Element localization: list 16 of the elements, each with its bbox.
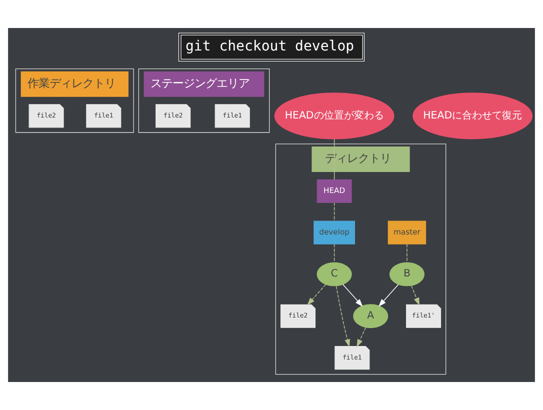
connector <box>406 244 408 263</box>
node-ellipse: A <box>353 304 388 328</box>
arrow <box>356 326 366 348</box>
connector <box>334 244 335 263</box>
arrow <box>378 284 399 307</box>
node-ellipse: HEADに合わせて復元 <box>412 92 533 140</box>
diagram-title: git checkout develop <box>185 38 354 55</box>
connector <box>334 138 335 180</box>
connector <box>334 202 335 222</box>
arrow <box>307 284 326 306</box>
arrow <box>342 284 363 307</box>
node-ellipse: C <box>316 262 352 286</box>
node-ellipse: HEADの位置が変わる <box>274 92 394 140</box>
arrow <box>336 286 350 348</box>
arrow <box>411 285 420 306</box>
node-ellipse: B <box>389 262 424 286</box>
